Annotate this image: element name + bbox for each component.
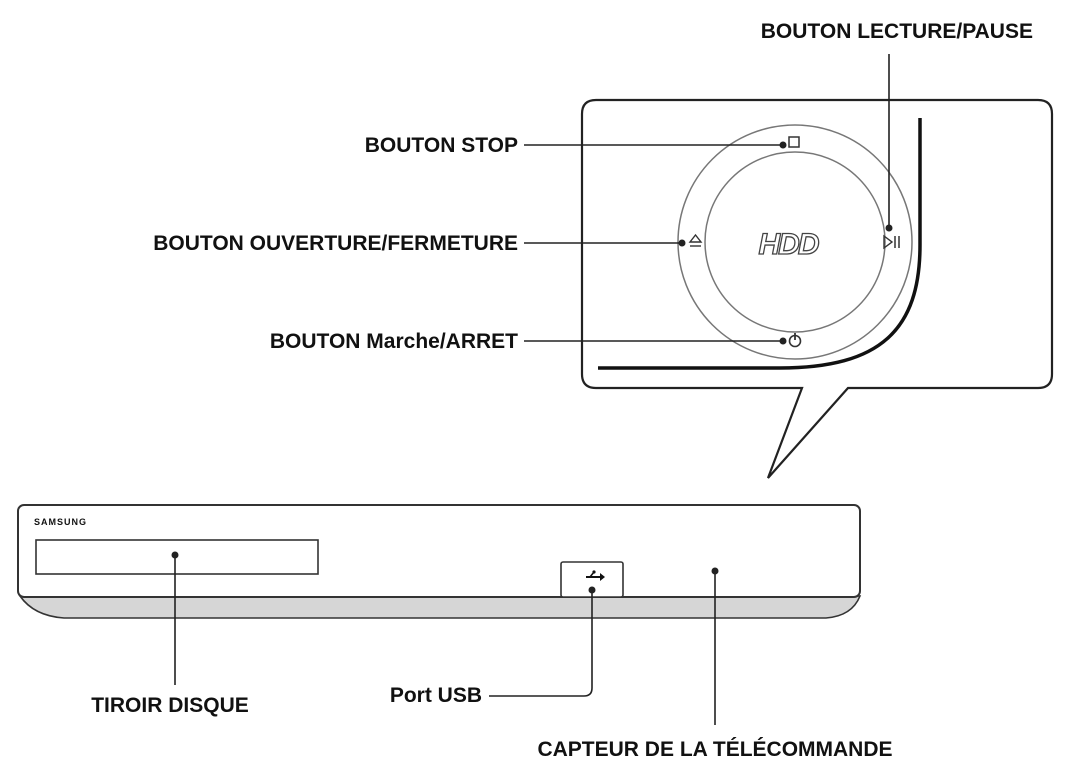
player-base [18,595,862,619]
label-power: BOUTON Marche/ARRET [270,330,518,353]
play-pause-icon[interactable] [883,234,900,250]
label-remote-sensor: CAPTEUR DE LA TÉLÉCOMMANDE [537,738,892,761]
power-leader-dot [779,337,787,345]
brand-logo: SAMSUNG [34,517,87,527]
panel-edge-line [598,118,922,370]
power-icon[interactable] [788,333,802,348]
disc-logo: HDD [759,228,819,261]
eject-icon[interactable] [688,233,703,247]
label-play-pause: BOUTON LECTURE/PAUSE [761,20,1033,43]
label-stop: BOUTON STOP [365,134,518,157]
label-disc-tray: TIROIR DISQUE [91,694,249,717]
control-ring-inner [704,151,886,333]
play-pause-leader-dot [885,224,893,232]
usb-icon [586,570,605,581]
stop-leader-dot [779,141,787,149]
open-close-leader-dot [678,239,686,247]
label-open-close: BOUTON OUVERTURE/FERMETURE [153,232,518,255]
label-usb-port: Port USB [390,684,482,707]
usb-leader [489,590,593,697]
stop-icon[interactable] [788,136,800,148]
